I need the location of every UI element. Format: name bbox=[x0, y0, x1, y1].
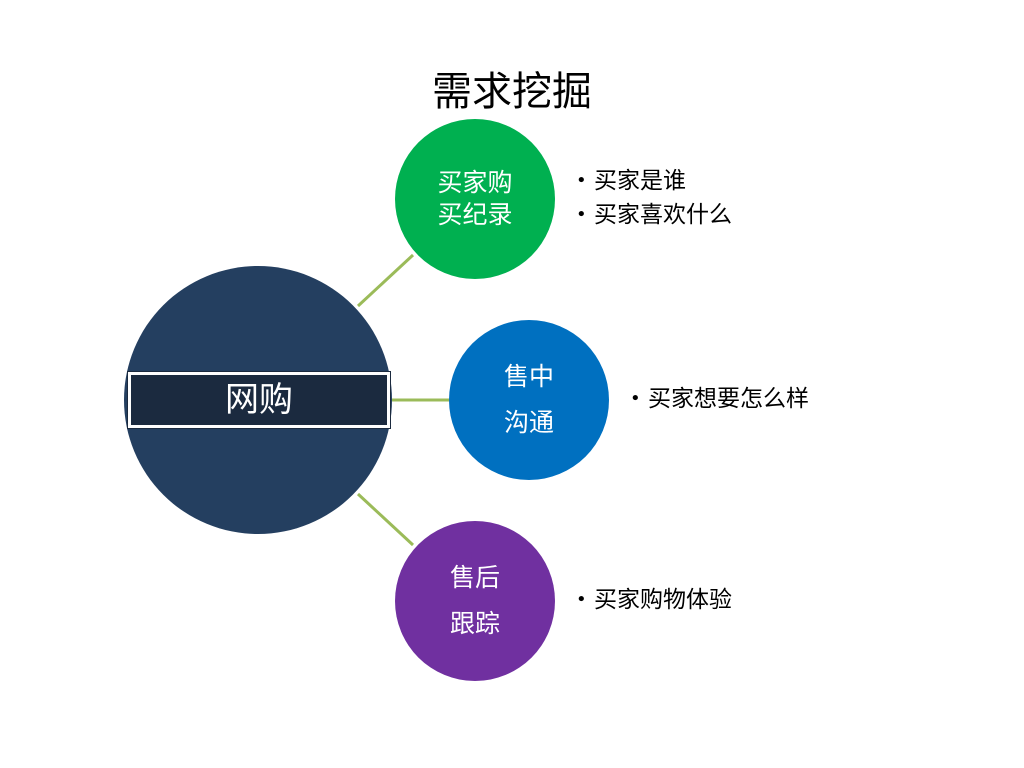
node-label-line: 售中 bbox=[503, 362, 554, 391]
node-label-line: 买家购 bbox=[437, 168, 513, 197]
hub-label: 网购 bbox=[128, 372, 390, 428]
connector-to-after-sale bbox=[356, 492, 415, 547]
slide-title: 需求挖掘 bbox=[432, 69, 592, 115]
bullet-list-after-sale: •买家购物体验 bbox=[574, 583, 732, 617]
bullet-icon: • bbox=[630, 388, 641, 409]
node-label-line: 跟踪 bbox=[449, 609, 500, 638]
node-after-sale-tracking: 售后 跟踪 bbox=[395, 521, 555, 681]
connector-to-purchase-record bbox=[356, 253, 415, 308]
bullet-list-purchase-record: •买家是谁 •买家喜欢什么 bbox=[574, 164, 732, 232]
bullet-icon: • bbox=[576, 589, 587, 610]
bullet-list-in-sale: •买家想要怎么样 bbox=[628, 382, 809, 416]
bullet-item: •买家想要怎么样 bbox=[628, 382, 809, 416]
bullet-item: •买家喜欢什么 bbox=[574, 198, 732, 232]
bullet-item: •买家是谁 bbox=[574, 164, 732, 198]
node-label-line: 买纪录 bbox=[437, 200, 513, 229]
bullet-icon: • bbox=[576, 170, 587, 191]
bullet-item: •买家购物体验 bbox=[574, 583, 732, 617]
bullet-icon: • bbox=[576, 204, 587, 225]
node-label-line: 沟通 bbox=[503, 408, 554, 437]
node-purchase-record: 买家购 买纪录 bbox=[395, 119, 555, 279]
node-in-sale-communication: 售中 沟通 bbox=[449, 320, 609, 480]
node-label-line: 售后 bbox=[449, 563, 500, 592]
